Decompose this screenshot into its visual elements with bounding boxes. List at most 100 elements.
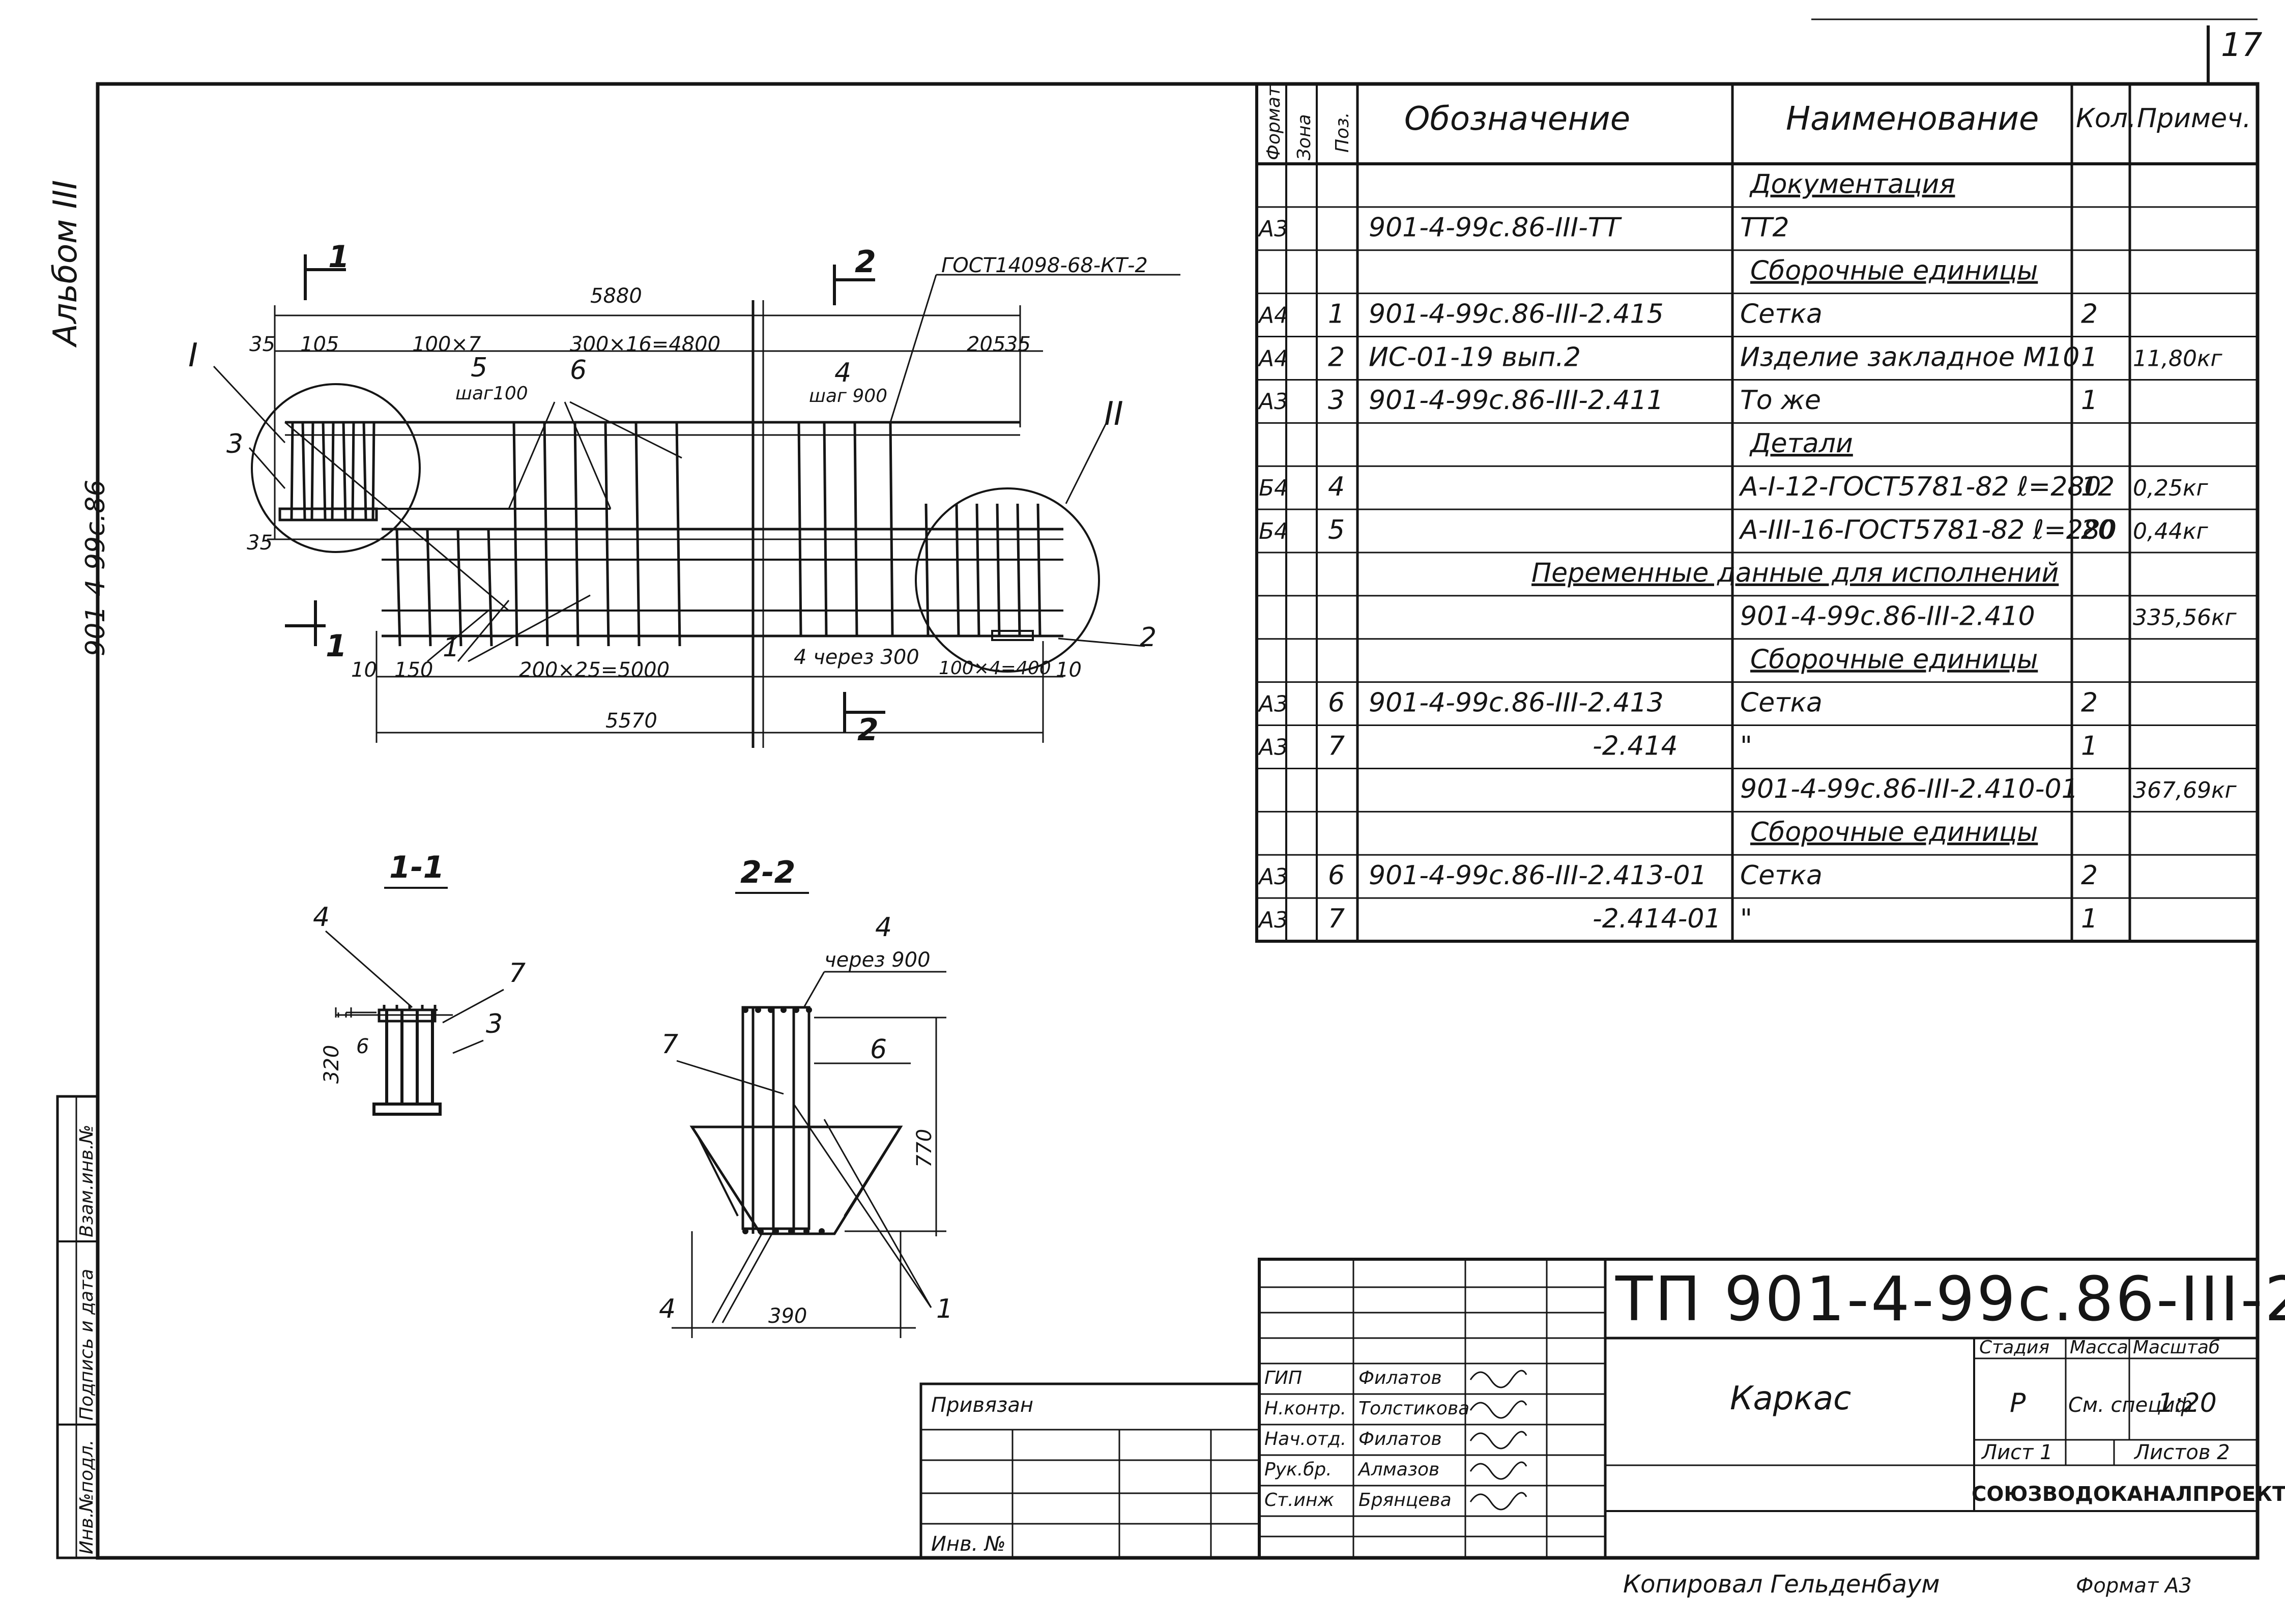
dim-300x16: 300×16=4800 — [570, 333, 720, 356]
rebar — [675, 422, 681, 647]
spec-cell-pos: 7 — [1328, 904, 1345, 934]
col-note: Примеч. — [2137, 103, 2251, 134]
spec-cell-name: Сетка — [1740, 860, 1823, 891]
leader-35: 35 — [247, 531, 273, 555]
spec-cell-name: 901-4-99с.86-III-2.410 — [1740, 601, 2035, 632]
spec-cell-qty: 1 — [2081, 385, 2098, 416]
section-1-1: 1-1 320 4 6 7 3 — [313, 850, 526, 1116]
dim-35b: 35 — [1005, 333, 1031, 356]
elevation: 1 2 1 2 I II ГОСТ14098-68-КТ-2 5880 35 1… — [188, 239, 1180, 748]
bar-dot — [788, 1228, 794, 1234]
spec-cell-name: Детали — [1749, 428, 1853, 459]
stamp-vzam-inv: Взам.инв.№ — [76, 1124, 97, 1237]
spec-cell-note: 0,44кг — [2133, 518, 2209, 544]
bar-dot — [793, 1007, 799, 1013]
spec-cell-note: 11,80кг — [2133, 345, 2223, 371]
rebar — [543, 422, 549, 647]
spec-cell-format: А3 — [1257, 216, 1288, 242]
spec-cell-name: Сетка — [1740, 687, 1823, 718]
callout-I: I — [188, 337, 198, 374]
org-name: СОЮЗВОДОКАНАЛПРОЕКТ — [1972, 1483, 2285, 1506]
spec-cell-pos: 6 — [1328, 687, 1345, 718]
role-label: Рук.бр. — [1264, 1459, 1332, 1480]
spec-cell-note: 0,25кг — [2133, 475, 2209, 501]
sheet-label: Лист 1 — [1981, 1441, 2053, 1464]
leader-2: 2 — [1140, 622, 1156, 653]
section-2-2-dim-w: 390 — [768, 1304, 807, 1328]
signature — [1469, 1370, 1527, 1388]
rebar — [512, 422, 518, 647]
role-person: Филатов — [1358, 1429, 1442, 1449]
col-pos: Поз. — [1332, 112, 1353, 153]
spec-cell-name: То же — [1740, 385, 1821, 416]
spec-cell-pos: 1 — [1328, 299, 1345, 329]
col-format: Формат — [1263, 85, 1284, 160]
dim-10: 10 — [351, 658, 377, 682]
rebar — [955, 503, 960, 636]
bar-dot — [742, 1228, 748, 1234]
section-mark-1-top: 1 — [328, 239, 350, 275]
spec-cell-format: А3 — [1257, 907, 1288, 933]
signature — [1469, 1461, 1527, 1480]
spec-cell-name: Сетка — [1740, 299, 1823, 329]
section-2-2-leader-4: 4 — [659, 1294, 676, 1324]
role-person: Брянцева — [1358, 1490, 1452, 1511]
section-2-2-title: 2-2 — [740, 855, 795, 890]
pitch-4-note: шаг 900 — [809, 386, 887, 407]
bars-left — [290, 422, 375, 519]
section-2-2-top-note: 4 — [875, 912, 892, 943]
spec-cell-note: 367,69кг — [2133, 777, 2237, 803]
section-1-1-title: 1-1 — [389, 850, 444, 885]
rebar — [371, 422, 375, 519]
bar-dot — [780, 1007, 787, 1013]
sheet-number: 17 — [2221, 26, 2263, 64]
callout-II: II — [1104, 395, 1123, 433]
role-person: Филатов — [1358, 1368, 1442, 1388]
spec-cell-format: Б4 — [1259, 518, 1288, 544]
album-label: Альбом III — [47, 180, 84, 348]
spec-cell-qty: 1 — [2081, 731, 2098, 761]
dim-overall-bottom: 5570 — [605, 709, 657, 733]
section-1-1-leader-7: 7 — [509, 958, 526, 989]
item-name: Каркас — [1730, 1380, 1851, 1417]
rebar — [889, 422, 894, 636]
spec-cell-designation: 901-4-99с.86-III-ТТ — [1369, 213, 1623, 243]
mass-value: См. специф. — [2068, 1394, 2199, 1417]
pitch-5: 5 — [471, 353, 487, 383]
rebar — [456, 529, 462, 647]
bar-dot — [819, 1228, 825, 1234]
section-1-1-leader-3: 3 — [486, 1009, 503, 1039]
role-person: Алмазов — [1357, 1459, 1439, 1480]
gost-label: ГОСТ14098-68-КТ-2 — [941, 254, 1148, 277]
spec-cell-name: 901-4-99с.86-III-2.410-01 — [1740, 774, 2078, 804]
rebar — [823, 422, 828, 636]
bars-mid — [395, 422, 681, 647]
section-1-1-leader-4: 4 — [313, 902, 330, 933]
spec-cell-qty: 2 — [2081, 299, 2098, 329]
signature — [1469, 1492, 1527, 1511]
spec-cell-designation: ИС-01-19 вып.2 — [1369, 342, 1581, 372]
side-left: Альбом III 901-4-99с.86 — [47, 180, 111, 656]
spec-cell-pos: 6 — [1328, 860, 1345, 891]
spec-cell-designation: 901-4-99с.86-III-2.411 — [1369, 385, 1664, 416]
spec-cell-pos: 7 — [1328, 731, 1345, 761]
rebar — [426, 529, 432, 647]
section-mark-2-top: 2 — [855, 244, 876, 280]
bar-dot — [768, 1007, 774, 1013]
spec-cell-designation: -2.414 — [1593, 731, 1678, 761]
signature — [1469, 1431, 1527, 1449]
spec-cell-format: А3 — [1257, 734, 1288, 760]
section-base-plate — [372, 1103, 442, 1116]
scale-header: Масштаб — [2133, 1337, 2220, 1358]
spec-cell-format: А3 — [1257, 864, 1288, 890]
dim-100x4: 100×4=400 — [939, 658, 1051, 679]
scale-value: 1:20 — [2157, 1388, 2217, 1418]
signature — [1469, 1400, 1527, 1419]
section-mark-2-bottom: 2 — [857, 712, 879, 748]
copied-by: Копировал Гельденбаум — [1623, 1570, 1940, 1599]
leader-3: 3 — [226, 429, 243, 459]
dim-35: 35 — [249, 333, 275, 356]
dim-10b: 10 — [1056, 658, 1082, 682]
